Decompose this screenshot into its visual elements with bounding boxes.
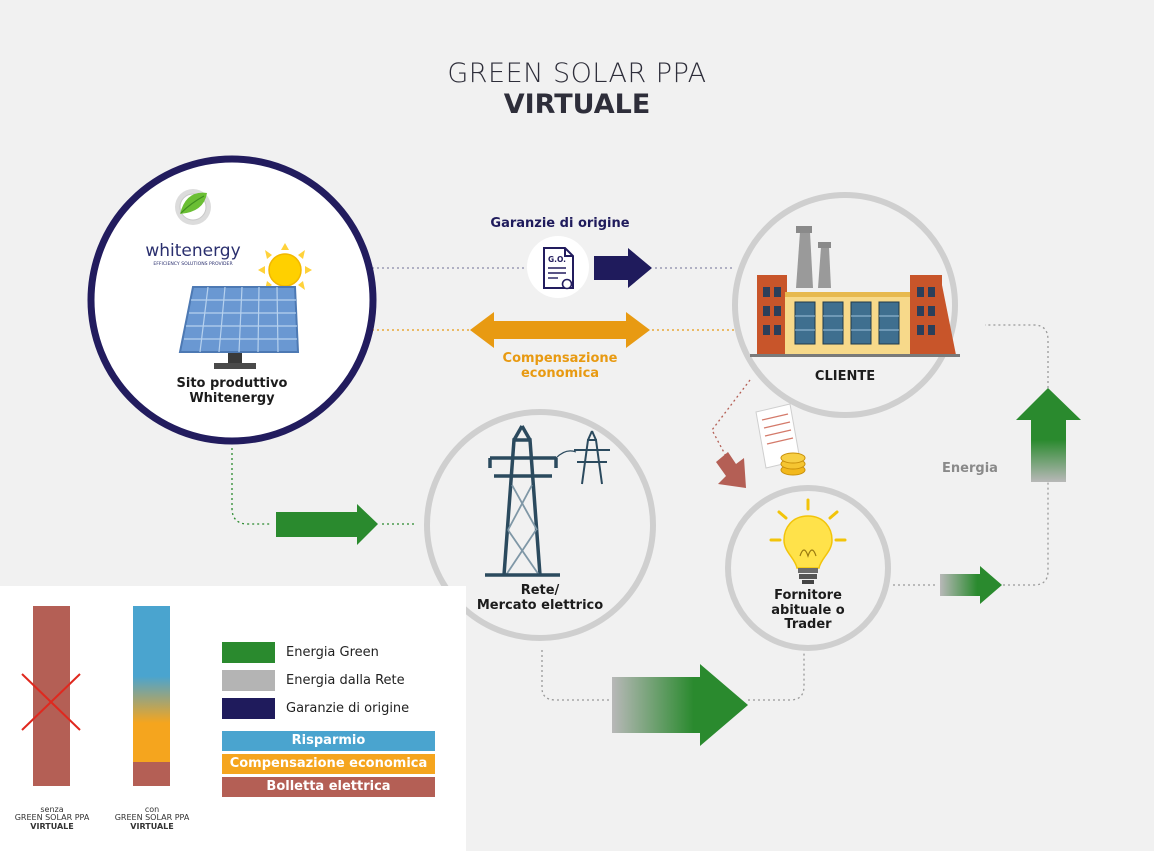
caption-with-line-2: GREEN SOLAR PPA: [114, 813, 190, 823]
power-pylon-small-icon: [555, 430, 610, 485]
site-label-line-1: Sito produttivo: [176, 376, 288, 391]
energy-line-up: [1003, 440, 1049, 586]
bar-with-upper: [133, 606, 170, 762]
client-energy-arrow: [1016, 388, 1081, 482]
legend-panel: senza GREEN SOLAR PPA VIRTUALE con GREEN…: [0, 586, 466, 851]
client-label: CLIENTE: [814, 369, 876, 384]
title-line-2: VIRTUALE: [503, 89, 651, 121]
legend-swatch-grid: [222, 670, 275, 691]
page-title: GREEN SOLAR PPA VIRTUALE: [0, 58, 1154, 120]
legend-label-green: Energia Green: [286, 645, 379, 660]
grid-energy-arrow: [612, 664, 748, 746]
site-grid-line: [231, 448, 272, 525]
bar-with-bill: [133, 762, 170, 786]
legend-label-grid: Energia dalla Rete: [286, 673, 405, 688]
logo-tagline: EFFICIENCY SOLUTIONS PROVIDER: [153, 261, 233, 267]
cross-icon-stroke: [21, 673, 81, 731]
band-bill: Bolletta elettrica: [222, 777, 435, 797]
energy-line-top: [985, 324, 1049, 388]
band-savings: Risparmio: [222, 731, 435, 751]
whitenergy-logo: whitenergy EFFICIENCY SOLUTIONS PROVIDER: [145, 189, 241, 267]
lightbulb-icon: [769, 498, 847, 584]
power-pylon-icon: [485, 425, 560, 577]
grid-supplier-line-end: [748, 650, 805, 701]
caption-without-line-3: VIRTUALE: [30, 821, 74, 831]
grid-label: Rete/ Mercato elettrico: [470, 583, 610, 613]
green-arrow-site-to-grid: [276, 504, 378, 545]
supplier-energy-arrow: [940, 566, 1002, 604]
bill-coins-icon: [755, 403, 806, 476]
grid-supplier-line: [541, 650, 612, 701]
caption-with-line-1: con: [144, 805, 160, 814]
supplier-label: Fornitore abituale o Trader: [758, 588, 858, 633]
client-supplier-line: [711, 379, 751, 461]
supplier-label-line-3: Trader: [784, 617, 832, 633]
supplier-label-line-1: Fornitore: [774, 588, 842, 603]
legend-item-guarantees: Garanzie di origine: [222, 698, 409, 719]
energy-label: Energia: [942, 461, 998, 476]
caption-without-line-2: GREEN SOLAR PPA: [14, 813, 90, 823]
bar-without: [33, 606, 70, 786]
guarantee-badge-label: G.O.: [548, 255, 566, 264]
compensation-double-arrow: [470, 312, 650, 348]
bill-arrow: [716, 452, 746, 488]
compensation-label-line-2: economica: [520, 365, 600, 381]
legend-item-green: Energia Green: [222, 642, 379, 663]
legend-label-guarantees: Garanzie di origine: [286, 701, 410, 716]
caption-with: con GREEN SOLAR PPA VIRTUALE: [102, 805, 202, 831]
legend-swatch-guarantees: [222, 698, 275, 719]
legend-swatch-green: [222, 642, 275, 663]
grid-label-line-2: Mercato elettrico: [476, 597, 604, 613]
supplier-label-line-2: abituale o: [771, 602, 845, 618]
logo-brand: whitenergy: [145, 241, 240, 261]
guarantee-label: Garanzie di origine: [490, 216, 630, 231]
solar-panel-icon: [178, 286, 300, 369]
grid-node: [424, 409, 656, 641]
comparison-bars: [21, 606, 170, 786]
factory-icon: [750, 226, 960, 357]
title-line-1: GREEN SOLAR PPA: [447, 58, 707, 89]
caption-with-line-3: VIRTUALE: [130, 821, 174, 831]
site-label: Sito produttivo Whitenergy: [150, 376, 314, 406]
site-label-line-2: Whitenergy: [189, 390, 275, 406]
guarantee-arrow: [594, 248, 652, 288]
caption-without-line-1: senza: [40, 805, 64, 814]
caption-without: senza GREEN SOLAR PPA VIRTUALE: [2, 805, 102, 831]
compensation-label: Compensazione economica: [470, 351, 650, 381]
compensation-label-line-1: Compensazione: [502, 351, 618, 366]
grid-label-line-1: Rete/: [520, 583, 560, 598]
band-compensation: Compensazione economica: [222, 754, 435, 774]
legend-item-grid: Energia dalla Rete: [222, 670, 405, 691]
guarantee-document-icon: G.O.: [527, 236, 589, 298]
